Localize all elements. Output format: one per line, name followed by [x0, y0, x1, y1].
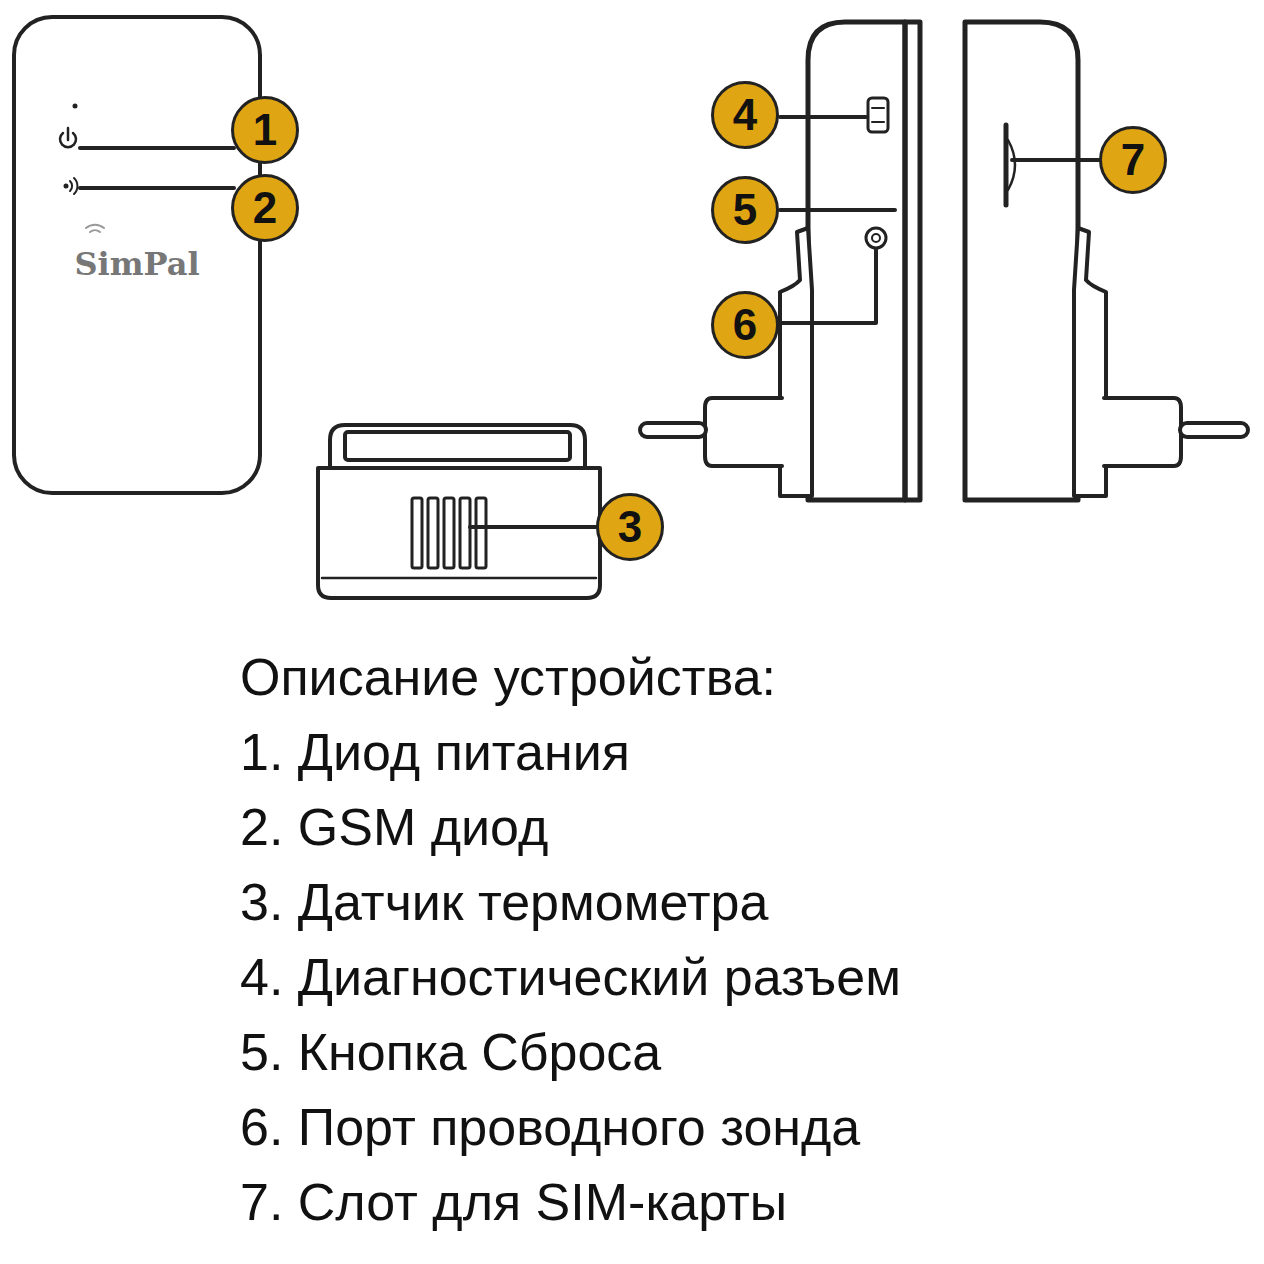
callout-circle: 1: [231, 96, 299, 164]
indicator-dot: [73, 104, 78, 109]
gsm-icon: [70, 178, 77, 194]
callout-number: 1: [253, 105, 277, 155]
side-view-left: [640, 22, 920, 500]
wifi-icon: [86, 225, 104, 232]
callout-circle: 6: [711, 291, 779, 359]
description-item: 1. Диод питания: [240, 715, 901, 790]
callout-circle: 3: [596, 493, 664, 561]
list-heading: Описание устройства:: [240, 640, 901, 715]
power-icon: [60, 128, 76, 147]
diagnostic-port: [868, 98, 888, 132]
callout-number: 4: [733, 90, 757, 140]
leader-line: [80, 146, 234, 150]
leader-line: [80, 186, 234, 190]
brand-logo: SimPal: [16, 245, 258, 283]
callout-number: 5: [733, 185, 757, 235]
callout-circle: 7: [1099, 126, 1167, 194]
probe-port: [866, 228, 886, 248]
description-list: Описание устройства:1. Диод питания2. GS…: [240, 640, 901, 1240]
leader-line: [780, 208, 895, 212]
side-view-right: [965, 22, 1248, 500]
leader-line: [780, 250, 876, 323]
description-item: 2. GSM диод: [240, 790, 901, 865]
description-item: 5. Кнопка Сброса: [240, 1015, 901, 1090]
leader-line: [780, 115, 866, 119]
description-item: 4. Диагностический разъем: [240, 940, 901, 1015]
thermometer-sensor: [318, 425, 600, 598]
description-item: 6. Порт проводного зонда: [240, 1090, 901, 1165]
device-front: SimPal: [12, 15, 262, 495]
callout-circle: 4: [711, 81, 779, 149]
callout-number: 2: [253, 183, 277, 233]
callout-number: 6: [733, 300, 757, 350]
description-item: 3. Датчик термометра: [240, 865, 901, 940]
callout-number: 3: [618, 502, 642, 552]
leader-line: [1012, 158, 1100, 162]
sim-slot: [1004, 125, 1009, 205]
callout-circle: 2: [231, 174, 299, 242]
callout-circle: 5: [711, 176, 779, 244]
leader-line: [470, 525, 596, 529]
description-item: 7. Слот для SIM-карты: [240, 1165, 901, 1240]
callout-number: 7: [1121, 135, 1145, 185]
